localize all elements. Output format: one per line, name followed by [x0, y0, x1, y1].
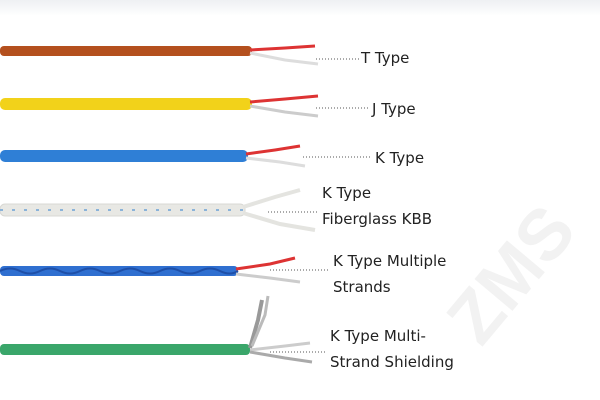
label-t-type: T Type [361, 49, 410, 67]
label-shielding-line1: K Type Multi- [330, 327, 426, 345]
label-k-type: K Type [375, 149, 425, 167]
k-type-wire [0, 144, 372, 168]
label-fiberglass-line1: K Type [322, 184, 372, 202]
k-type-shielding-wire [0, 295, 326, 364]
j-type-wire [0, 94, 370, 118]
k-type-multiple-strands-wire [0, 256, 330, 284]
label-j-type: J Type [372, 100, 416, 118]
k-type-fiberglass-wire [0, 188, 318, 232]
label-multiple-strands-line1: K Type Multiple [333, 252, 447, 270]
label-multiple-strands-line2: Strands [333, 278, 391, 296]
top-shadow [0, 0, 600, 16]
label-fiberglass-line2: Fiberglass KBB [322, 210, 433, 228]
t-type-wire [0, 44, 360, 66]
watermark-logo: ZMS [432, 191, 591, 359]
label-shielding-line2: Strand Shielding [330, 353, 454, 371]
